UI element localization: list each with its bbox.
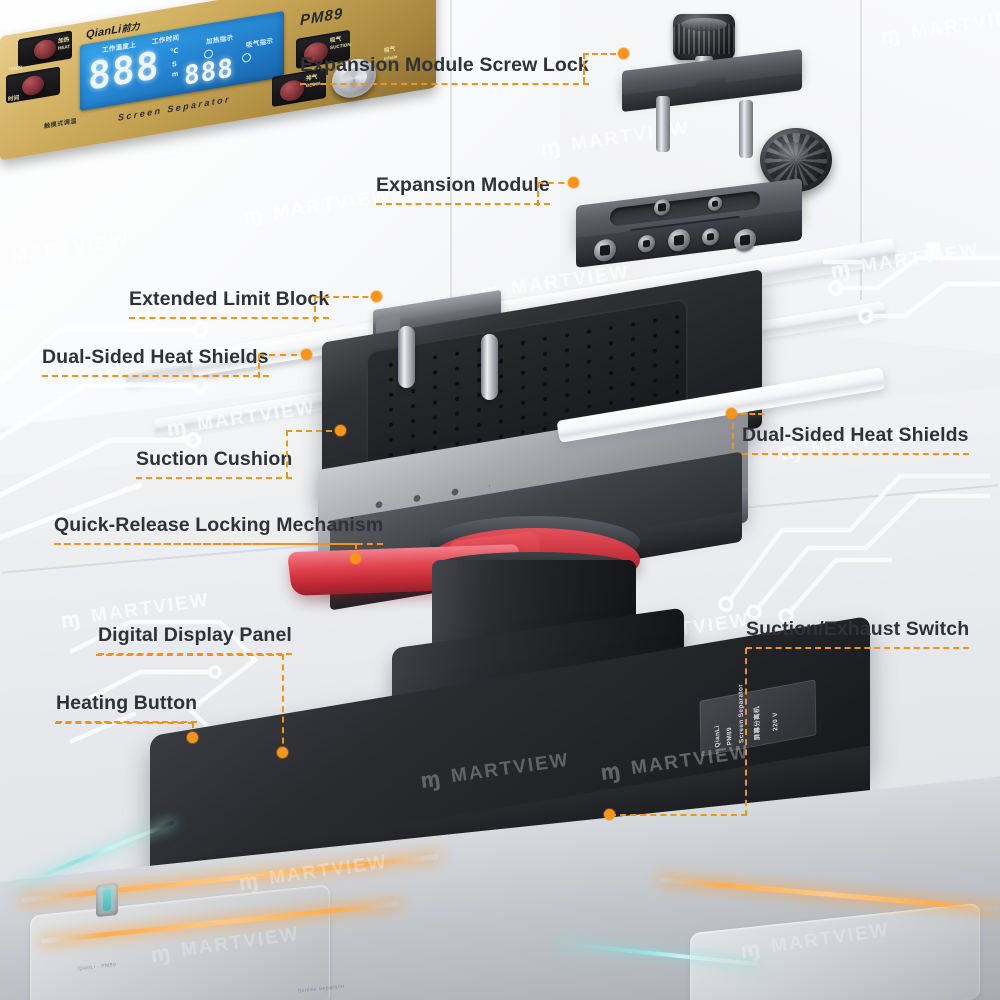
callout-label: Suction/Exhaust Switch bbox=[746, 619, 970, 649]
knob-ridges bbox=[673, 24, 735, 54]
watermark-text: MARTVIEW bbox=[569, 117, 691, 156]
lcd-indicator-dot bbox=[242, 52, 251, 63]
callout-label: Suction Cushion bbox=[136, 449, 293, 479]
limit-block-pin bbox=[398, 326, 415, 388]
lcd-unit-celsius: ℃ bbox=[170, 47, 179, 57]
heating-button-label-en: HEAT bbox=[58, 43, 71, 51]
callout-heating-button: Heating Button bbox=[56, 693, 198, 723]
watermark-logo: ɱ bbox=[539, 134, 565, 162]
callout-connector bbox=[583, 53, 625, 83]
timer-button-pad[interactable]: 时间 TIMER bbox=[6, 64, 60, 104]
watermark: ɱ MARTVIEW bbox=[879, 5, 1000, 50]
callout-label: Quick-Release Locking Mechanism bbox=[54, 515, 384, 545]
sticker-brand: QianLi bbox=[714, 724, 722, 749]
sticker-cn: 屏幕分离机 bbox=[753, 705, 762, 741]
callout-dot bbox=[187, 732, 198, 743]
lcd-secondary-value: 888 bbox=[184, 53, 234, 92]
callout-expansion-module: Expansion Module bbox=[376, 175, 550, 205]
timer-button-label-en: TIMER bbox=[8, 64, 23, 73]
callout-label: Expansion Module bbox=[376, 175, 550, 205]
expansion-module-phillips-screw bbox=[638, 234, 655, 254]
callout-suction-cushion: Suction Cushion bbox=[136, 449, 293, 479]
callout-dot bbox=[350, 553, 361, 564]
callout-dot bbox=[604, 809, 615, 820]
sticker-voltage: 220 V bbox=[771, 711, 780, 732]
callout-connector bbox=[732, 413, 764, 449]
callout-dot bbox=[277, 747, 288, 758]
callout-extended-limit-block: Extended Limit Block bbox=[129, 289, 330, 319]
background-seam bbox=[450, 0, 452, 440]
limit-block-pin bbox=[481, 334, 498, 400]
callout-dot bbox=[568, 177, 579, 188]
callout-connector bbox=[745, 648, 747, 816]
callout-digital-display-panel: Digital Display Panel bbox=[98, 625, 292, 655]
panel-brand-cn: 前力 bbox=[121, 21, 140, 35]
callout-dot bbox=[618, 48, 629, 59]
panel-caption-cn: 触摸式调温 bbox=[44, 118, 78, 131]
expansion-module-phillips-screw bbox=[702, 227, 719, 247]
watermark-text: MARTVIEW bbox=[89, 589, 211, 628]
callout-dot bbox=[301, 349, 312, 360]
watermark-logo: ɱ bbox=[241, 202, 267, 230]
callout-connector bbox=[258, 354, 308, 378]
lcd-main-value: 888 bbox=[88, 42, 160, 99]
callout-dot bbox=[335, 425, 346, 436]
screw-lock-knob bbox=[673, 14, 735, 60]
callout-connector bbox=[610, 814, 747, 816]
expansion-module-socket-screw bbox=[594, 237, 616, 263]
callout-dot bbox=[371, 291, 382, 302]
callout-dual-sided-heat-shields-left: Dual-Sided Heat Shields bbox=[42, 347, 269, 377]
background-seam bbox=[860, 0, 862, 300]
callout-connector bbox=[55, 543, 357, 561]
callout-quick-release-locking-mechanism: Quick-Release Locking Mechanism bbox=[54, 515, 384, 545]
callout-connector bbox=[55, 722, 194, 740]
watermark: ɱ MARTVIEW bbox=[0, 229, 131, 274]
suction-switch-label-cn: 吸气 bbox=[384, 46, 396, 55]
lcd-label-suction-ind: 吸气指示 bbox=[246, 37, 274, 50]
callout-dual-sided-heat-shields-right: Dual-Sided Heat Shields bbox=[742, 425, 969, 455]
lcd-unit-seconds: S bbox=[172, 60, 177, 69]
watermark-text: MARTVIEW bbox=[909, 5, 1000, 44]
timer-button-label-cn: 时间 bbox=[8, 95, 20, 104]
timer-button[interactable] bbox=[22, 74, 44, 97]
callout-label: Dual-Sided Heat Shields bbox=[742, 425, 969, 455]
watermark-text: MARTVIEW bbox=[9, 229, 131, 268]
screw-lock-guide-pin bbox=[739, 100, 753, 158]
callout-label: Dual-Sided Heat Shields bbox=[42, 347, 269, 377]
callout-label: Extended Limit Block bbox=[129, 289, 330, 319]
screw-lock-guide-pin bbox=[656, 96, 670, 152]
watermark-logo: ɱ bbox=[0, 246, 5, 274]
callout-connector bbox=[314, 296, 378, 322]
watermark-logo: ɱ bbox=[879, 22, 905, 50]
heating-button-pad[interactable]: 加热 HEAT bbox=[18, 30, 72, 68]
expansion-module-socket-screw bbox=[734, 227, 756, 253]
callout-expansion-module-screw-lock: Expansion Module Screw Lock bbox=[300, 55, 589, 85]
callout-dot bbox=[726, 408, 737, 419]
heating-button[interactable] bbox=[34, 38, 56, 61]
watermark: ɱ MARTVIEW bbox=[241, 185, 393, 230]
callout-connector bbox=[537, 182, 575, 206]
callout-label: Heating Button bbox=[56, 693, 198, 723]
callout-connector bbox=[286, 430, 342, 478]
expansion-module-phillips-screw bbox=[668, 227, 690, 253]
panel-model: PM89 bbox=[300, 5, 344, 30]
callout-connector bbox=[96, 654, 284, 754]
callout-label: Expansion Module Screw Lock bbox=[300, 55, 589, 85]
sticker-model: PM89 bbox=[726, 726, 734, 746]
callout-suction-exhaust-switch: Suction/Exhaust Switch bbox=[746, 619, 970, 649]
callout-label: Digital Display Panel bbox=[98, 625, 292, 655]
lcd-unit-minutes: m bbox=[172, 70, 179, 79]
lcd-label-heat-ind: 加热指示 bbox=[206, 34, 234, 47]
tray-vent-indicator bbox=[96, 882, 118, 918]
watermark-text: MARTVIEW bbox=[271, 185, 393, 224]
watermark-logo: ɱ bbox=[59, 606, 85, 634]
